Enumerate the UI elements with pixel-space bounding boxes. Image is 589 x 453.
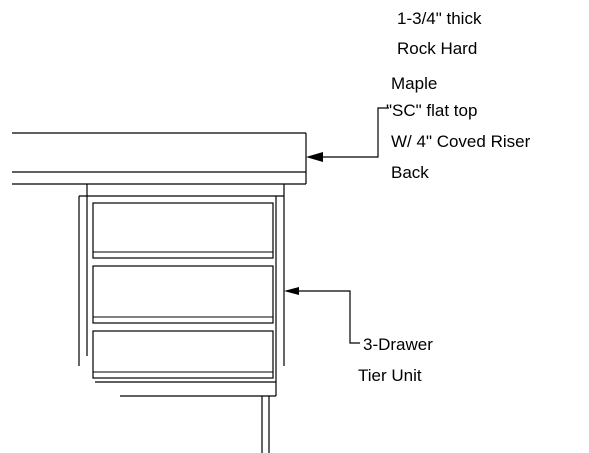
- callout-line-unit-type: Tier Unit: [358, 366, 422, 385]
- leader-arrowhead: [284, 287, 299, 295]
- countertop: [12, 132, 307, 185]
- callout-line-material: Rock Hard: [397, 39, 477, 58]
- drawer-fronts: [92, 202, 274, 379]
- leader-arrowhead: [306, 152, 323, 162]
- callout-line-back: Back: [391, 163, 429, 182]
- callout-line-thickness: 1-3/4" thick: [397, 9, 482, 28]
- drawer-front-2: [92, 265, 274, 324]
- top-callout-leader: [306, 107, 389, 162]
- drawer-front-3: [92, 330, 274, 379]
- callout-line-wood: Maple: [391, 74, 437, 93]
- drawer-front-1: [92, 202, 274, 259]
- callout-line-riser: W/ 4" Coved Riser: [391, 132, 531, 151]
- callout-line-drawer-count: 3-Drawer: [363, 335, 433, 354]
- cabinet-body: [78, 184, 285, 453]
- callout-line-top-style: "SC" flat top: [386, 101, 477, 120]
- drawer-callout-label: 3-Drawer Tier Unit: [358, 335, 433, 385]
- drawer-callout-leader: [284, 287, 360, 344]
- top-callout-label: 1-3/4" thick Rock Hard Maple "SC" flat t…: [386, 9, 531, 182]
